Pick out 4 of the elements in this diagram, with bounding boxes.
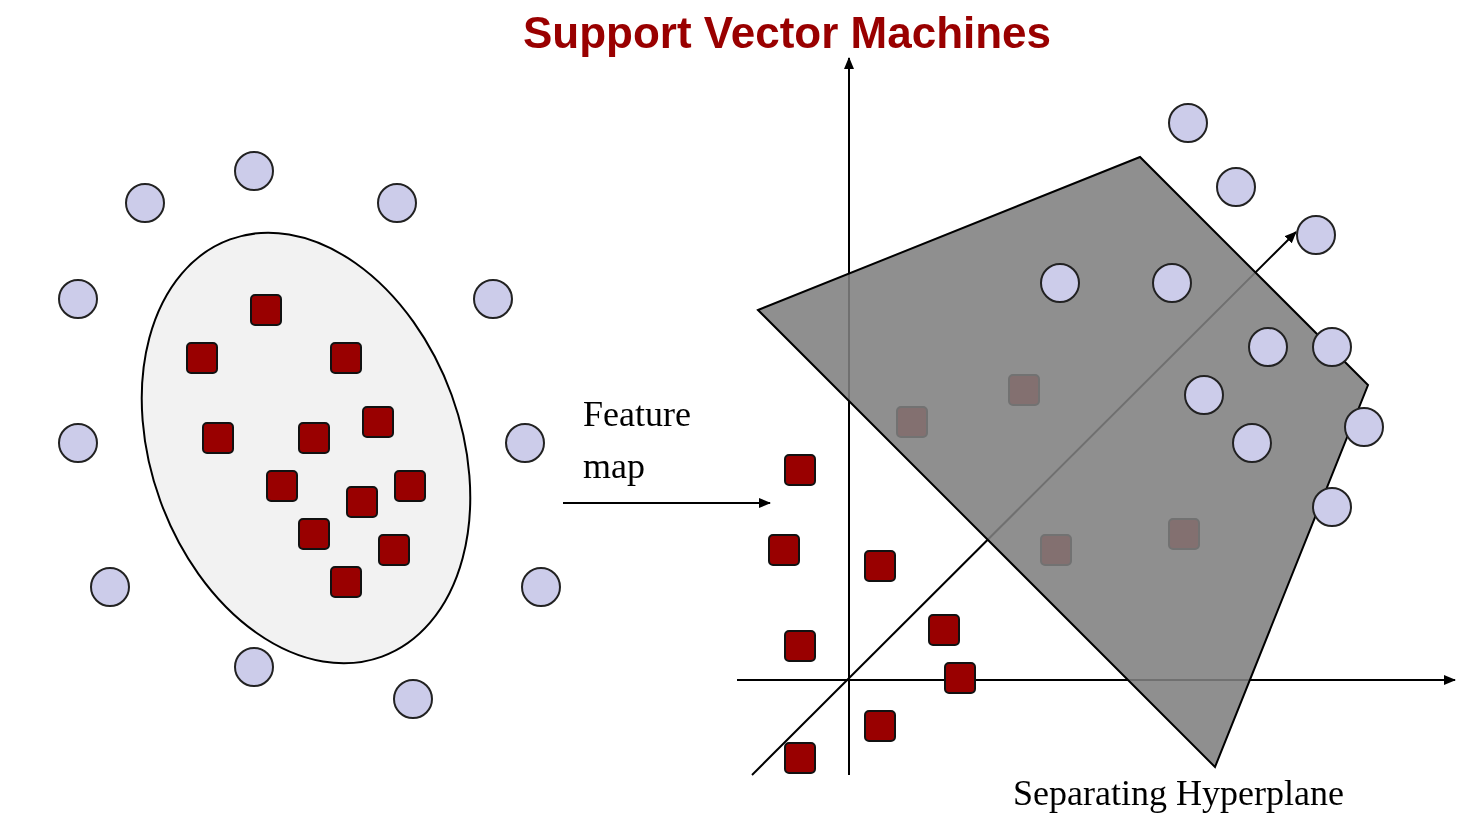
arrow	[562, 498, 771, 508]
plane-label: Separating Hyperplane	[1013, 772, 1344, 814]
diagram-title: Support Vector Machines	[521, 8, 1053, 58]
scatter-points-drawing	[58, 150, 563, 722]
